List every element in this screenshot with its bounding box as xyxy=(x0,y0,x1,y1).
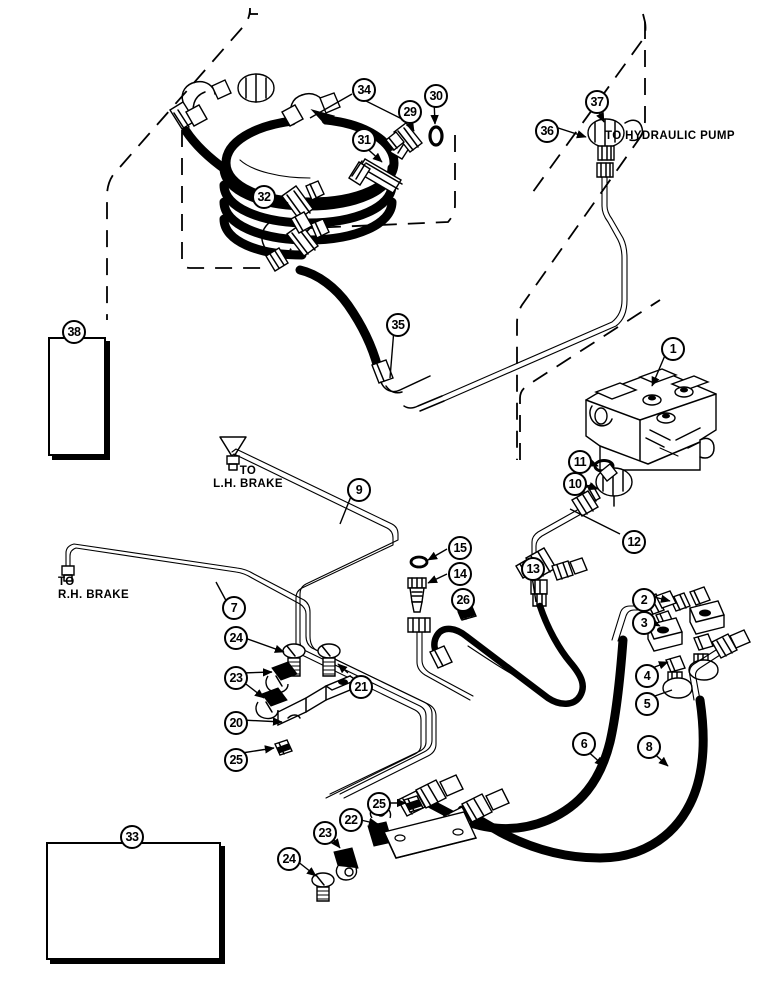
callout-25[interactable]: 25 xyxy=(224,748,248,772)
callout-24[interactable]: 24 xyxy=(277,847,301,871)
callout-29[interactable]: 29 xyxy=(398,100,422,124)
callout-9[interactable]: 9 xyxy=(347,478,371,502)
callout-8[interactable]: 8 xyxy=(637,735,661,759)
callout-13[interactable]: 13 xyxy=(521,557,545,581)
label-to-hydraulic-pump: TO HYDRAULIC PUMP xyxy=(605,130,735,142)
callout-10[interactable]: 10 xyxy=(563,472,587,496)
callout-15[interactable]: 15 xyxy=(448,536,472,560)
callout-25[interactable]: 25 xyxy=(367,792,391,816)
callout-38[interactable]: 38 xyxy=(62,320,86,344)
callout-22[interactable]: 22 xyxy=(339,808,363,832)
callout-4[interactable]: 4 xyxy=(635,664,659,688)
callout-12[interactable]: 12 xyxy=(622,530,646,554)
callout-23[interactable]: 23 xyxy=(313,821,337,845)
callout-2[interactable]: 2 xyxy=(632,588,656,612)
label-to-lh-brake: TO L.H. BRAKE xyxy=(213,465,283,490)
callout-7[interactable]: 7 xyxy=(222,596,246,620)
callout-1[interactable]: 1 xyxy=(661,337,685,361)
callout-26[interactable]: 26 xyxy=(451,588,475,612)
callout-33[interactable]: 33 xyxy=(120,825,144,849)
inset-box-33 xyxy=(46,842,221,960)
callout-14[interactable]: 14 xyxy=(448,562,472,586)
callout-24[interactable]: 24 xyxy=(224,626,248,650)
callout-34[interactable]: 34 xyxy=(352,78,376,102)
callout-31[interactable]: 31 xyxy=(352,128,376,152)
callout-32[interactable]: 32 xyxy=(252,185,276,209)
callout-30[interactable]: 30 xyxy=(424,84,448,108)
inset-box-38 xyxy=(48,337,106,456)
callout-36[interactable]: 36 xyxy=(535,119,559,143)
callout-20[interactable]: 20 xyxy=(224,711,248,735)
callout-37[interactable]: 37 xyxy=(585,90,609,114)
callout-11[interactable]: 11 xyxy=(568,450,592,474)
callout-35[interactable]: 35 xyxy=(386,313,410,337)
callout-3[interactable]: 3 xyxy=(632,611,656,635)
callout-23[interactable]: 23 xyxy=(224,666,248,690)
callout-5[interactable]: 5 xyxy=(635,692,659,716)
callout-6[interactable]: 6 xyxy=(572,732,596,756)
label-to-rh-brake: TO R.H. BRAKE xyxy=(58,576,130,601)
callout-21[interactable]: 21 xyxy=(349,675,373,699)
